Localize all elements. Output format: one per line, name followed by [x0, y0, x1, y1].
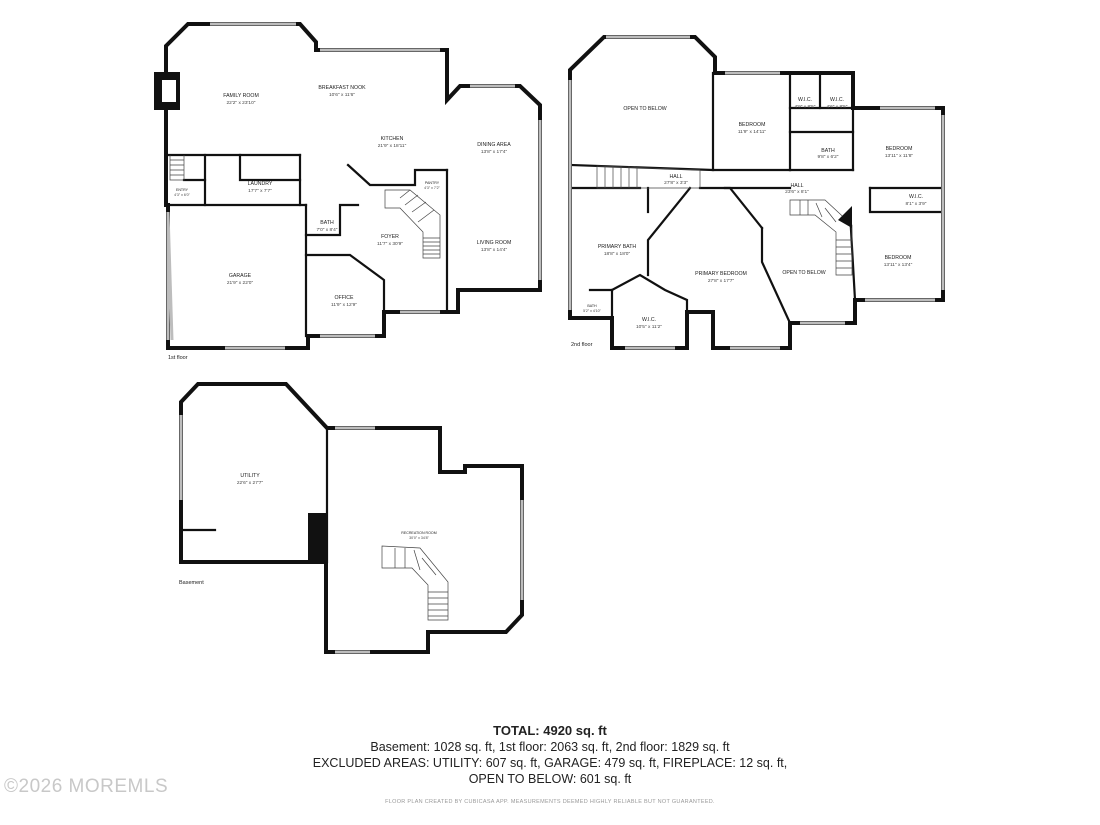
primary-bath-label: PRIMARY BATH [598, 244, 637, 250]
basement-plan: UTILITY 22'6" x 27'7" RECREATION ROOM 30… [179, 382, 524, 654]
living-room-label: LIVING ROOM [477, 240, 512, 246]
garage-label: GARAGE [229, 273, 252, 279]
hall-2-dim: 23'6" x 8'1" [785, 189, 809, 195]
wic-4-dim: 10'5" x 11'2" [636, 324, 662, 330]
bath-3-dim: 5'2" x 4'10" [583, 309, 601, 313]
bedroom-1-dim: 11'9" x 14'11" [738, 129, 767, 135]
excluded-areas: EXCLUDED AREAS: UTILITY: 607 sq. ft, GAR… [312, 756, 788, 770]
bedroom-2-label: BEDROOM [886, 146, 913, 152]
recreation-room-label: RECREATION ROOM [401, 531, 436, 535]
open-to-below-2-label: OPEN TO BELOW [782, 270, 825, 276]
recreation-room-dim: 30'0" x 34'8" [409, 536, 429, 540]
wic-2-dim: 4'6" x 8'5" [827, 104, 848, 110]
dining-area-label: DINING AREA [477, 142, 511, 148]
stairs-second-floor [596, 165, 853, 276]
wic-1-dim: 4'9" x 8'5" [795, 104, 816, 110]
bedroom-1-label: BEDROOM [739, 122, 766, 128]
family-room-label: FAMILY ROOM [223, 93, 259, 99]
dining-area-dim: 13'8" x 17'4" [481, 149, 508, 155]
hall-1-label: HALL [670, 174, 683, 180]
credit-line: FLOOR PLAN CREATED BY CUBICASA APP. MEAS… [385, 799, 715, 805]
hall-2-label: HALL [791, 183, 804, 189]
office-dim: 11'9" x 12'9" [331, 302, 357, 308]
kitchen-dim: 21'9" x 18'11" [378, 143, 407, 149]
pantry-dim: 4'3" x 7'2" [424, 186, 440, 190]
wic-3-dim: 8'1" x 3'9" [906, 201, 927, 207]
utility-label: UTILITY [240, 473, 260, 479]
bath-2-dim: 9'8" x 6'2" [818, 154, 839, 160]
bath-1-label: BATH [320, 220, 334, 226]
bedroom-3-dim: 13'11" x 13'4" [884, 262, 913, 268]
basement-label: Basement [179, 580, 204, 586]
bath-2-label: BATH [821, 148, 835, 154]
living-room-dim: 13'8" x 14'4" [481, 247, 508, 253]
utility-block [308, 513, 326, 562]
primary-bedroom-label: PRIMARY BEDROOM [695, 271, 747, 277]
laundry-dim: 17'7" x 7'7" [248, 188, 272, 194]
bedroom-3-label: BEDROOM [885, 255, 912, 261]
wic-4-label: W.I.C. [642, 317, 656, 323]
first-floor-label: 1st floor [168, 355, 188, 361]
bath-3-label: BATH [587, 304, 597, 308]
stairs-basement [381, 545, 449, 621]
first-floor-plan: FAMILY ROOM 22'2" x 23'10" BREAKFAST NOO… [154, 22, 542, 361]
breakfast-nook-label: BREAKFAST NOOK [318, 85, 366, 91]
area-summary: TOTAL: 4920 sq. ft Basement: 1028 sq. ft… [0, 722, 1100, 787]
pantry-label: PANTRY [425, 181, 440, 185]
entry-label: ENTRY [176, 188, 189, 192]
primary-bedroom-dim: 27'8" x 17'7" [708, 278, 735, 284]
hall-1-dim: 27'8" x 3'3" [664, 180, 688, 186]
total-area: TOTAL: 4920 sq. ft [493, 723, 607, 738]
open-to-below-area: OPEN TO BELOW: 601 sq. ft [468, 772, 632, 786]
garage-dim: 21'9" x 22'0" [227, 280, 254, 286]
family-room-dim: 22'2" x 23'10" [227, 100, 256, 106]
primary-bath-dim: 18'8" x 18'0" [604, 251, 631, 257]
bath-1-dim: 7'0" x 8'4" [317, 227, 338, 233]
bedroom-2-dim: 13'11" x 11'8" [885, 153, 914, 159]
kitchen-label: KITCHEN [381, 136, 404, 142]
foyer-dim: 11'7" x 30'9" [377, 241, 403, 247]
watermark: ©2026 MOREMLS [4, 776, 169, 797]
fireplace-icon [838, 206, 852, 228]
wic-1-label: W.I.C. [798, 97, 812, 103]
wic-2-label: W.I.C. [830, 97, 844, 103]
laundry-label: LAUNDRY [248, 181, 273, 187]
utility-dim: 22'6" x 27'7" [237, 480, 264, 486]
second-floor-label: 2nd floor [571, 342, 593, 348]
wic-3-label: W.I.C. [909, 194, 923, 200]
open-to-below-1-label: OPEN TO BELOW [623, 106, 666, 112]
office-label: OFFICE [334, 295, 354, 301]
foyer-label: FOYER [381, 234, 399, 240]
stairs-first-floor [169, 155, 441, 259]
second-floor-plan: OPEN TO BELOW BEDROOM 11'9" x 14'11" W.I… [568, 35, 945, 350]
breakfast-nook-dim: 10'6" x 11'6" [329, 92, 355, 98]
entry-dim: 4'3" x 6'0" [174, 193, 190, 197]
floor-areas: Basement: 1028 sq. ft, 1st floor: 2063 s… [370, 740, 730, 754]
